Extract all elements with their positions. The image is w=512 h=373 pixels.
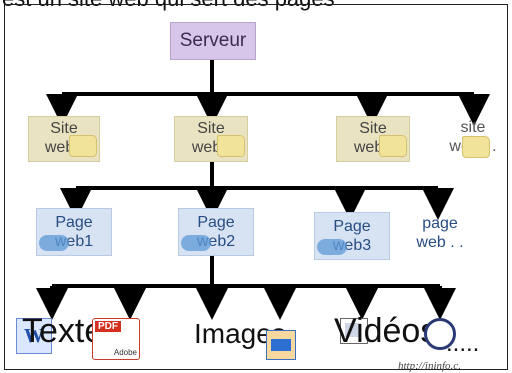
- diagram-frame: [4, 4, 508, 370]
- adobe-label: Adobe: [113, 348, 137, 357]
- folder-icon: [69, 135, 97, 157]
- pdf-badge: PDF: [95, 321, 121, 332]
- site-web1-node: Site web1: [28, 116, 100, 162]
- header-text: est un site web qui sert des pages: [2, 0, 335, 12]
- site-web2-node: Site web2: [174, 116, 248, 162]
- site-web-more-node: site web . .: [440, 116, 506, 162]
- folder-icon: [379, 135, 407, 157]
- server-node: Serveur: [170, 22, 256, 60]
- page-web-more-line2: web . .: [416, 234, 464, 251]
- folder-icon: [462, 136, 490, 158]
- more-media-label: .....: [446, 330, 480, 357]
- site-web3-node: Site web3: [336, 116, 410, 162]
- page-web2-line1: Page: [197, 214, 235, 231]
- page-web-more-line1: page: [422, 215, 458, 232]
- page-web3-node: Page web3: [314, 212, 390, 260]
- word-icon: W: [16, 318, 52, 354]
- word-icon-letter: W: [24, 325, 44, 347]
- cloud-icon: [317, 239, 347, 255]
- videos-label: Vidéos: [334, 312, 438, 350]
- cropped-header: est un site web qui sert des pages: [0, 0, 512, 14]
- video-frame: [345, 323, 361, 337]
- page-web1-line1: Page: [55, 214, 93, 231]
- source-url: http://ininfo.c.: [398, 360, 461, 372]
- site-web3-line1: Site: [359, 120, 387, 137]
- cloud-icon: [181, 235, 211, 251]
- page-web-more-node: page web . .: [404, 210, 476, 258]
- quicktime-icon: [424, 318, 456, 350]
- video-icon: [340, 318, 368, 344]
- page-web3-line1: Page: [333, 218, 371, 235]
- cloud-icon: [39, 235, 69, 251]
- site-web-more-line1: site: [460, 119, 486, 136]
- site-web1-line1: Site: [50, 120, 78, 137]
- page-web1-node: Page web1: [36, 208, 112, 256]
- page-web2-node: Page web2: [178, 208, 254, 256]
- folder-icon: [217, 135, 245, 157]
- site-web2-line1: Site: [197, 120, 225, 137]
- image-icon: [266, 330, 296, 360]
- pdf-icon: PDF Adobe: [92, 318, 140, 360]
- image-icon-shape: [271, 339, 291, 351]
